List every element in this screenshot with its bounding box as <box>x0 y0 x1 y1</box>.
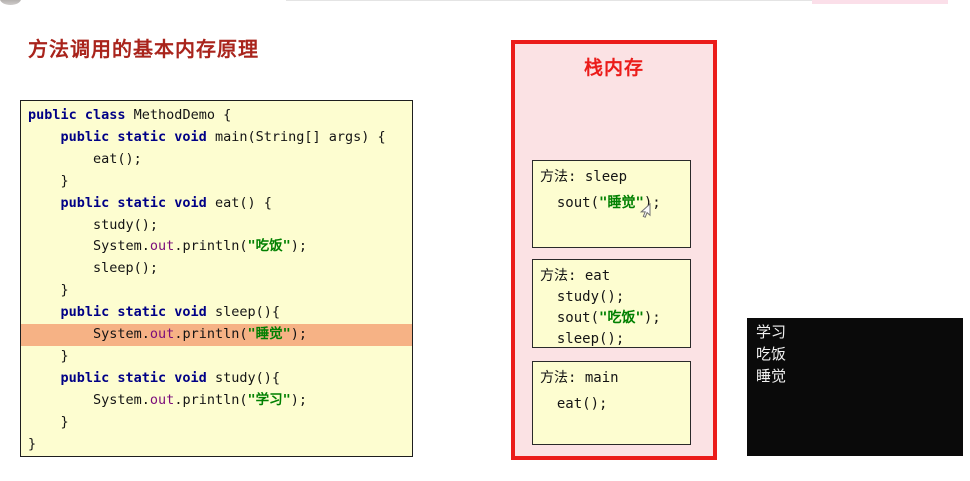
code-token: public static void <box>60 194 215 211</box>
code-token: eat(); <box>540 396 608 412</box>
java-code-panel: public class MethodDemo { public static … <box>20 100 413 457</box>
code-token: study(); <box>28 216 159 233</box>
code-token: ); <box>643 310 661 326</box>
code-token: MethodDemo { <box>133 107 232 123</box>
code-token: } <box>28 413 69 430</box>
top-edge-pink-strip <box>812 0 948 4</box>
code-token: sleep(); <box>28 260 159 277</box>
console-output-line: 学习 <box>756 323 787 341</box>
stack-frame-eat: 方法: eat study(); sout("吃饭"); sleep(); <box>532 259 691 348</box>
code-token <box>28 370 61 386</box>
mouse-cursor-icon <box>639 203 651 218</box>
code-line: System.out.println("学习"); <box>21 390 412 412</box>
code-token: public static void <box>60 369 215 386</box>
code-token: System. <box>28 326 150 343</box>
stack-frame-method-label: 方法: main <box>540 370 619 386</box>
code-token: out <box>149 326 175 343</box>
code-token: System. <box>28 238 150 255</box>
page-title: 方法调用的基本内存原理 <box>28 39 259 61</box>
code-line: public static void study(){ <box>21 368 412 390</box>
code-token: .println( <box>174 391 248 408</box>
console-output-panel: 学习吃饭睡觉 <box>747 318 963 456</box>
code-line: sleep(); <box>533 329 690 347</box>
console-output-line: 睡觉 <box>756 367 787 385</box>
code-token: sleep(){ <box>214 304 280 321</box>
code-token: study(); <box>540 289 625 305</box>
code-token: "吃饭" <box>247 238 291 255</box>
code-line: public static void eat() { <box>21 193 412 215</box>
code-token: "睡觉" <box>599 195 644 211</box>
console-output-line: 吃饭 <box>756 345 787 363</box>
code-line: } <box>21 346 412 368</box>
code-token: } <box>28 282 69 299</box>
code-token <box>28 195 61 211</box>
code-token: out <box>149 391 175 408</box>
code-line: eat(); <box>533 394 690 415</box>
stack-frame-main: 方法: main eat(); <box>532 361 691 445</box>
code-line: sout("睡觉"); <box>533 193 690 214</box>
code-line: public static void sleep(){ <box>21 302 412 324</box>
code-token: main(String[] args) { <box>214 128 386 145</box>
code-token: sout( <box>540 310 600 326</box>
code-line: public static void main(String[] args) { <box>21 127 412 149</box>
code-token <box>28 304 61 320</box>
code-line: study(); <box>21 215 412 237</box>
code-token: ); <box>290 238 307 255</box>
code-token: "学习" <box>247 391 291 408</box>
stack-memory-panel: 栈内存 方法: sleep sout("睡觉");方法: eat study()… <box>511 40 717 460</box>
code-token: .println( <box>174 326 248 343</box>
stack-frame-method-label: 方法: sleep <box>540 169 628 185</box>
code-token: } <box>28 172 69 189</box>
code-line: } <box>21 412 412 434</box>
code-line: sout("吃饭"); <box>533 308 690 329</box>
code-token: eat() { <box>214 194 272 211</box>
top-edge-circle <box>0 0 21 5</box>
code-token: } <box>28 347 69 364</box>
stack-frame-sleep: 方法: sleep sout("睡觉"); <box>532 160 691 248</box>
code-token: ); <box>290 391 307 408</box>
code-line-highlighted: System.out.println("睡觉"); <box>21 324 412 346</box>
code-token: eat(); <box>28 150 142 167</box>
code-token: study(){ <box>214 369 280 386</box>
code-token: "睡觉" <box>247 326 291 343</box>
code-line: } <box>21 171 412 193</box>
code-token: sout( <box>540 195 600 211</box>
stack-frame-method-label: 方法: eat <box>540 268 611 284</box>
code-line: } <box>21 434 412 456</box>
code-token: "吃饭" <box>599 310 644 326</box>
code-token: System. <box>28 391 150 408</box>
code-token: sleep(); <box>540 331 625 347</box>
code-line: eat(); <box>21 149 412 171</box>
code-line: sleep(); <box>21 258 412 280</box>
top-edge-divider <box>286 0 820 1</box>
code-line: public class MethodDemo { <box>21 105 412 127</box>
code-token: public static void <box>60 304 215 321</box>
code-token: out <box>149 238 175 255</box>
code-token <box>28 129 61 145</box>
code-line: } <box>21 280 412 302</box>
stack-memory-title: 栈内存 <box>583 58 644 79</box>
code-line: System.out.println("吃饭"); <box>21 236 412 258</box>
code-token: .println( <box>174 238 248 255</box>
code-token: public class <box>28 107 134 123</box>
code-line: study(); <box>533 287 690 308</box>
code-token: public static void <box>60 128 215 145</box>
code-token: ); <box>290 326 307 343</box>
code-token: } <box>28 435 37 452</box>
